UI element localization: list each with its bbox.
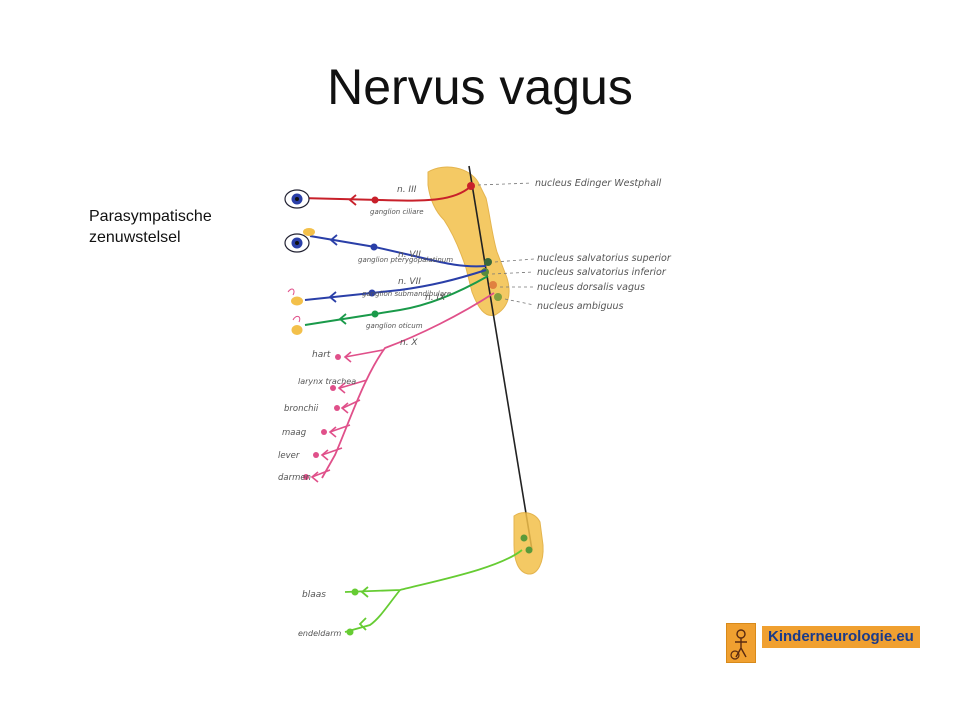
spinal-cord-line — [468, 165, 533, 551]
label-target-darmen: darmen — [278, 473, 311, 483]
sacral-segment — [513, 512, 544, 575]
sacral-ganglion-dot-2 — [346, 628, 354, 636]
parotid-gland-icon — [291, 315, 303, 335]
logo-badge-icon — [726, 623, 756, 663]
logo-text: Kinderneurologie.eu — [762, 626, 920, 648]
slide-title: Nervus vagus — [327, 59, 633, 115]
label-nucleus-salv-inf: nucleus salvatorius inferior — [537, 267, 667, 278]
salivary-gland-icon — [287, 288, 303, 306]
sacral-dot-2 — [525, 546, 533, 554]
label-nucleus-dorsal: nucleus dorsalis vagus — [537, 282, 645, 293]
nucleus-dot-dorsal — [489, 281, 497, 289]
eye-icon — [284, 189, 310, 209]
label-n-vii-2: n. VII — [398, 277, 421, 287]
label-target-hart: hart — [312, 350, 331, 360]
nucleus-dot-ambiguus — [494, 293, 502, 301]
ganglion-ciliare-dot — [371, 196, 379, 204]
label-nucleus-ambiguus: nucleus ambiguus — [537, 301, 624, 312]
nucleus-dot-salv-sup — [484, 258, 492, 266]
nerve-x-path — [321, 292, 495, 479]
ganglion-pterygopalatinum-dot — [370, 243, 378, 251]
subtitle-line-1: Parasympatische — [89, 208, 212, 225]
label-n-iii: n. III — [397, 185, 417, 195]
label-ganglion-submandibulare: ganglion submandibulare — [362, 290, 451, 298]
brainstem — [427, 166, 510, 317]
logo: Kinderneurologie.eu — [726, 623, 920, 663]
label-n-vii: n. VII — [398, 250, 421, 260]
ganglion-oticum-dot — [371, 310, 379, 318]
label-nucleus-edinger: nucleus Edinger Westphall — [535, 178, 662, 189]
label-ganglion-oticum: ganglion oticum — [366, 322, 423, 330]
eye-icon — [284, 228, 315, 253]
ganglion-submandibulare-dot — [368, 289, 376, 297]
nerve-iii-path — [299, 186, 471, 202]
label-target-maag: maag — [282, 428, 307, 438]
subtitle-line-2: zenuwstelsel — [89, 229, 181, 246]
label-target-blaas: blaas — [302, 590, 326, 600]
label-ganglion-pterygopalatinum: ganglion pterygopalatinum — [358, 256, 453, 264]
sacral-dot-1 — [520, 534, 528, 542]
sacral-ganglion-dot-1 — [351, 588, 359, 596]
subtitle: Parasympatische zenuwstelsel — [89, 206, 212, 248]
label-n-ix: n. IX — [425, 293, 446, 303]
label-n-x: n. X — [400, 338, 418, 348]
label-ganglion-ciliare: ganglion ciliare — [370, 208, 424, 216]
sacral-nerve-path — [344, 549, 523, 593]
nerve-vii-path — [309, 235, 487, 268]
label-nucleus-salv-sup: nucleus salvatorius superior — [537, 253, 672, 264]
label-target-bronchii: bronchii — [284, 404, 319, 414]
label-target-lever: lever — [278, 451, 300, 461]
label-target-larynx: larynx trachea — [298, 377, 356, 386]
label-target-endeldarm: endeldarm — [298, 629, 341, 638]
nerve-ix-path — [304, 275, 489, 326]
